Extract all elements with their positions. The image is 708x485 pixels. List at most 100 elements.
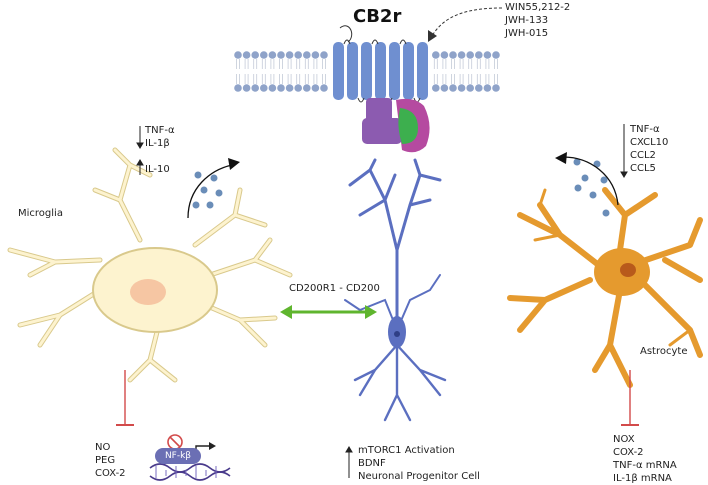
lipid-tail (244, 59, 249, 69)
lipid-head (457, 84, 466, 92)
receptor-title: CB2r (353, 6, 402, 27)
lipid-head (303, 84, 311, 92)
microglia-label: Microglia (18, 208, 63, 219)
microglia-cytokines (192, 171, 223, 209)
lipid-tail (244, 74, 249, 84)
astrocyte-cell (507, 187, 703, 388)
lipid-head (320, 51, 328, 59)
lipid-tail (253, 74, 258, 84)
agonist-arrow (431, 7, 503, 37)
inhibited-item: IL-1β mRNA (613, 473, 672, 484)
neuron-nucleus (394, 331, 400, 337)
microglia-inhibited-list: NO PEG COX-2 (95, 441, 126, 480)
lipid-tail (270, 59, 275, 69)
lipid-tail (459, 59, 464, 69)
lipid-head (492, 51, 500, 59)
inhibited-item: TNF-α mRNA (613, 460, 677, 471)
cytokine-item: CXCL10 (630, 137, 669, 148)
agonist-item: JWH-015 (505, 28, 549, 39)
nfkb-badge: NF-kβ (155, 448, 201, 464)
lipid-head (294, 51, 303, 59)
lipid-head (268, 84, 277, 92)
lipid-tail (322, 59, 326, 69)
microglia-nucleus (130, 279, 166, 305)
lipid-tail (468, 59, 473, 69)
microglia-secretion-arrow (187, 164, 233, 219)
lipid-tail (485, 74, 490, 84)
lipid-head (285, 84, 294, 92)
microglia-upregulated-item: IL-10 (145, 164, 170, 175)
microglia-secretion-arrowhead (228, 158, 240, 170)
lipid-tail (287, 59, 292, 69)
agonist-list: WIN55,212-2 JWH-133 JWH-015 (505, 1, 570, 40)
astrocyte-down-arrow-icon (620, 124, 628, 178)
neuron-upregulated-list: mTORC1 Activation BDNF Neuronal Progenit… (358, 444, 480, 483)
lipid-tail (459, 74, 464, 84)
agonist-item: WIN55,212-2 (505, 2, 571, 13)
lipid-tail (304, 74, 309, 84)
inhibited-item: PEG (95, 455, 116, 466)
lipid-head (242, 84, 251, 92)
cytokine-item: CCL5 (630, 163, 656, 174)
lipid-tail (433, 74, 438, 84)
lipid-tail (451, 59, 455, 69)
lipid-head (492, 84, 500, 92)
lipid-tail (279, 59, 283, 69)
cytokine-item: CCL2 (630, 150, 656, 161)
lipid-head (440, 84, 449, 92)
lipid-tail (296, 74, 301, 84)
lipid-tail (304, 59, 309, 69)
lipid-head (294, 84, 303, 92)
astrocyte-inhibited-list: NOX COX-2 TNF-α mRNA IL-1β mRNA (613, 433, 677, 485)
lipid-head (432, 84, 440, 92)
lipid-tail (322, 74, 326, 84)
lipid-head (268, 51, 277, 59)
inhibited-item: NOX (613, 434, 635, 445)
lipid-tail (270, 74, 275, 84)
dna-helix-icon (149, 463, 231, 481)
lipid-head (466, 51, 475, 59)
lipid-tail (476, 74, 481, 84)
lipid-tail (468, 74, 473, 84)
lipid-tail (313, 59, 318, 69)
agonist-arrowhead (428, 30, 437, 42)
cd200-arrowhead-left (280, 305, 292, 319)
astrocyte-secretion-arrowhead (555, 152, 567, 164)
lipid-head (234, 51, 242, 59)
lipid-head (432, 51, 440, 59)
transcription-arrowhead (209, 442, 216, 450)
lipid-tail (287, 74, 292, 84)
lipid-head (320, 84, 328, 92)
lipid-tail (261, 59, 266, 69)
lipid-tail (476, 59, 481, 69)
microglia-cell (7, 147, 293, 383)
lipid-head (234, 84, 242, 92)
lipid-head (285, 51, 294, 59)
lipid-head (466, 84, 475, 92)
lipid-tail (451, 74, 455, 84)
lipid-head (277, 51, 285, 59)
lipid-head (260, 84, 268, 92)
lipid-tail (442, 59, 447, 69)
lipid-head (251, 84, 259, 92)
lipid-tail (296, 59, 301, 69)
lipid-head (242, 51, 251, 59)
cd200-interaction-label: CD200R1 - CD200 (289, 283, 380, 294)
lipid-tail (253, 59, 258, 69)
neuron-cell (344, 158, 447, 422)
lipid-head (440, 51, 449, 59)
neuron-effect-item: Neuronal Progenitor Cell (358, 471, 480, 482)
lipid-head (311, 51, 320, 59)
astrocyte-nucleus (620, 263, 636, 277)
cytokine-item: IL-1β (145, 138, 170, 149)
lipid-tail (442, 74, 447, 84)
neuron-effect-item: mTORC1 Activation (358, 445, 455, 456)
cell-membrane (234, 51, 500, 92)
lipid-head (260, 51, 268, 59)
lipid-head (475, 51, 483, 59)
astrocyte-label: Astrocyte (640, 346, 688, 357)
lipid-head (311, 84, 320, 92)
inhibited-item: COX-2 (95, 468, 126, 479)
cb2-receptor (333, 25, 428, 103)
